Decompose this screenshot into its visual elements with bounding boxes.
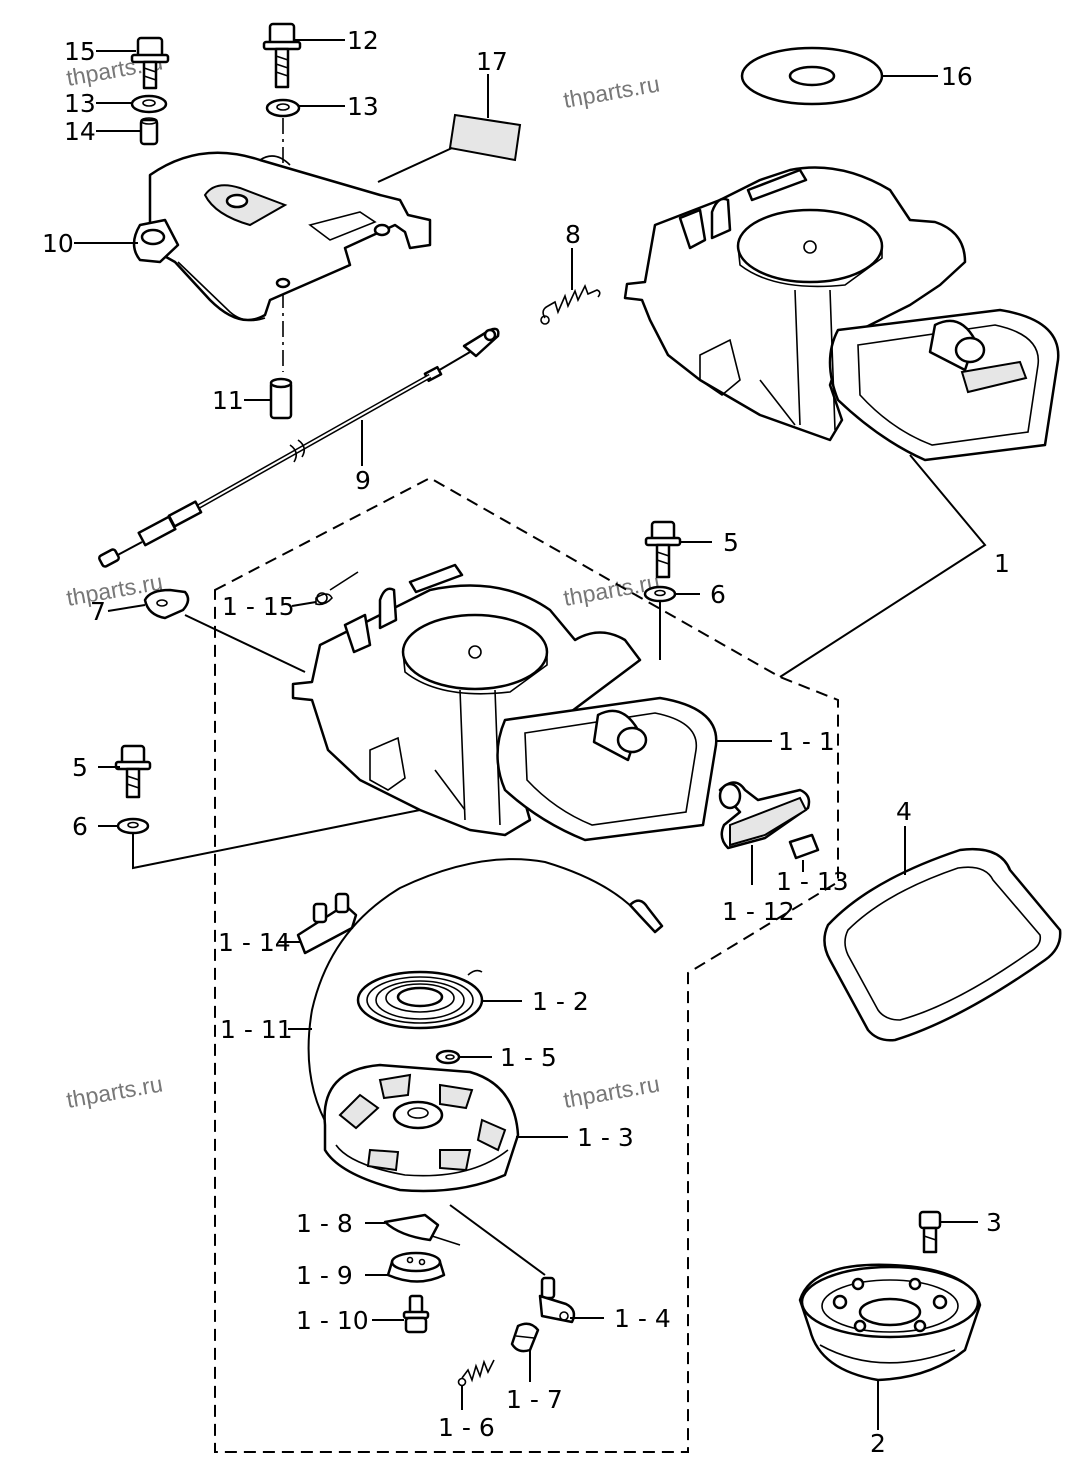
part-17-label bbox=[448, 113, 522, 162]
callout-labels: 15 12 17 16 13 13 14 10 8 11 9 1 5 6 7 1… bbox=[42, 26, 1010, 1458]
label-1-2: 1 - 2 bbox=[532, 987, 589, 1016]
label-17: 17 bbox=[476, 47, 508, 76]
watermark: thparts.ru bbox=[64, 1070, 164, 1112]
label-6: 6 bbox=[710, 580, 726, 609]
part-1-9-cap bbox=[386, 1251, 446, 1283]
label-5: 5 bbox=[72, 753, 88, 782]
label-8: 8 bbox=[565, 220, 581, 249]
label-1-3: 1 - 3 bbox=[577, 1123, 634, 1152]
part-7-clip bbox=[143, 588, 190, 620]
label-6: 6 bbox=[72, 812, 88, 841]
part-6-washer bbox=[643, 585, 677, 603]
part-1-1-starter-housing bbox=[291, 563, 718, 842]
part-14-collar bbox=[139, 117, 159, 146]
label-9: 9 bbox=[355, 466, 371, 495]
label-5: 5 bbox=[723, 528, 739, 557]
part-2-starter-cup bbox=[798, 1263, 982, 1382]
label-4: 4 bbox=[896, 797, 912, 826]
label-13: 13 bbox=[347, 92, 379, 121]
label-16: 16 bbox=[941, 62, 973, 91]
part-1-4-ratchet bbox=[538, 1276, 576, 1324]
part-11-collar bbox=[269, 377, 293, 420]
label-1-6: 1 - 6 bbox=[438, 1413, 495, 1442]
label-1-9: 1 - 9 bbox=[296, 1261, 353, 1290]
part-1-11-rope bbox=[307, 858, 636, 1131]
part-5-bolt bbox=[114, 744, 152, 799]
label-2: 2 bbox=[870, 1429, 886, 1458]
label-1-1: 1 - 1 bbox=[778, 727, 835, 756]
watermark: thparts.ru bbox=[561, 1070, 661, 1112]
label-15: 15 bbox=[64, 37, 96, 66]
label-13: 13 bbox=[64, 89, 96, 118]
label-1-14: 1 - 14 bbox=[218, 928, 291, 957]
label-1-10: 1 - 10 bbox=[296, 1306, 369, 1335]
watermark: thparts.ru bbox=[561, 70, 661, 112]
label-14: 14 bbox=[64, 117, 96, 146]
part-15-bolt bbox=[130, 36, 170, 90]
part-1-7-spring bbox=[510, 1322, 540, 1353]
part-1-13-plug bbox=[788, 833, 820, 860]
part-1-5-clip bbox=[435, 1049, 461, 1065]
part-1-15-clip bbox=[315, 571, 359, 606]
label-12: 12 bbox=[347, 26, 379, 55]
part-1-3-pulley bbox=[323, 1063, 520, 1193]
part-5-bolt bbox=[644, 520, 682, 579]
label-10: 10 bbox=[42, 229, 74, 258]
label-7: 7 bbox=[90, 597, 106, 626]
part-13-washer bbox=[130, 94, 168, 114]
part-6-washer bbox=[116, 817, 150, 835]
label-1-13: 1 - 13 bbox=[776, 867, 849, 896]
label-1-4: 1 - 4 bbox=[614, 1304, 671, 1333]
label-1: 1 bbox=[994, 549, 1010, 578]
part-13-washer bbox=[265, 98, 301, 118]
label-1-8: 1 - 8 bbox=[296, 1209, 353, 1238]
part-1-6-spring bbox=[457, 1359, 495, 1387]
label-11: 11 bbox=[212, 386, 244, 415]
part-1-14-bracket bbox=[296, 892, 358, 955]
part-9-cable bbox=[98, 327, 500, 568]
part-1-2-spiral-spring bbox=[356, 969, 484, 1030]
label-1-7: 1 - 7 bbox=[506, 1385, 563, 1414]
label-1-15: 1 - 15 bbox=[222, 592, 295, 621]
part-16-disc bbox=[740, 46, 884, 106]
rope-end bbox=[628, 899, 664, 934]
label-1-12: 1 - 12 bbox=[722, 897, 795, 926]
part-1-12-handle bbox=[718, 781, 811, 850]
label-1-5: 1 - 5 bbox=[500, 1043, 557, 1072]
part-10-cover bbox=[132, 151, 432, 322]
part-4-seal bbox=[823, 847, 1062, 1042]
label-3: 3 bbox=[986, 1208, 1002, 1237]
part-1-8-plate bbox=[383, 1213, 461, 1246]
label-1-11: 1 - 11 bbox=[220, 1015, 293, 1044]
part-3-bolt bbox=[918, 1210, 942, 1254]
part-1-starter-assembly bbox=[623, 166, 1060, 462]
part-1-10-bolt bbox=[402, 1294, 430, 1334]
leader-lines bbox=[74, 39, 987, 1430]
part-8-spring bbox=[540, 284, 601, 325]
part-12-bolt bbox=[262, 22, 302, 89]
